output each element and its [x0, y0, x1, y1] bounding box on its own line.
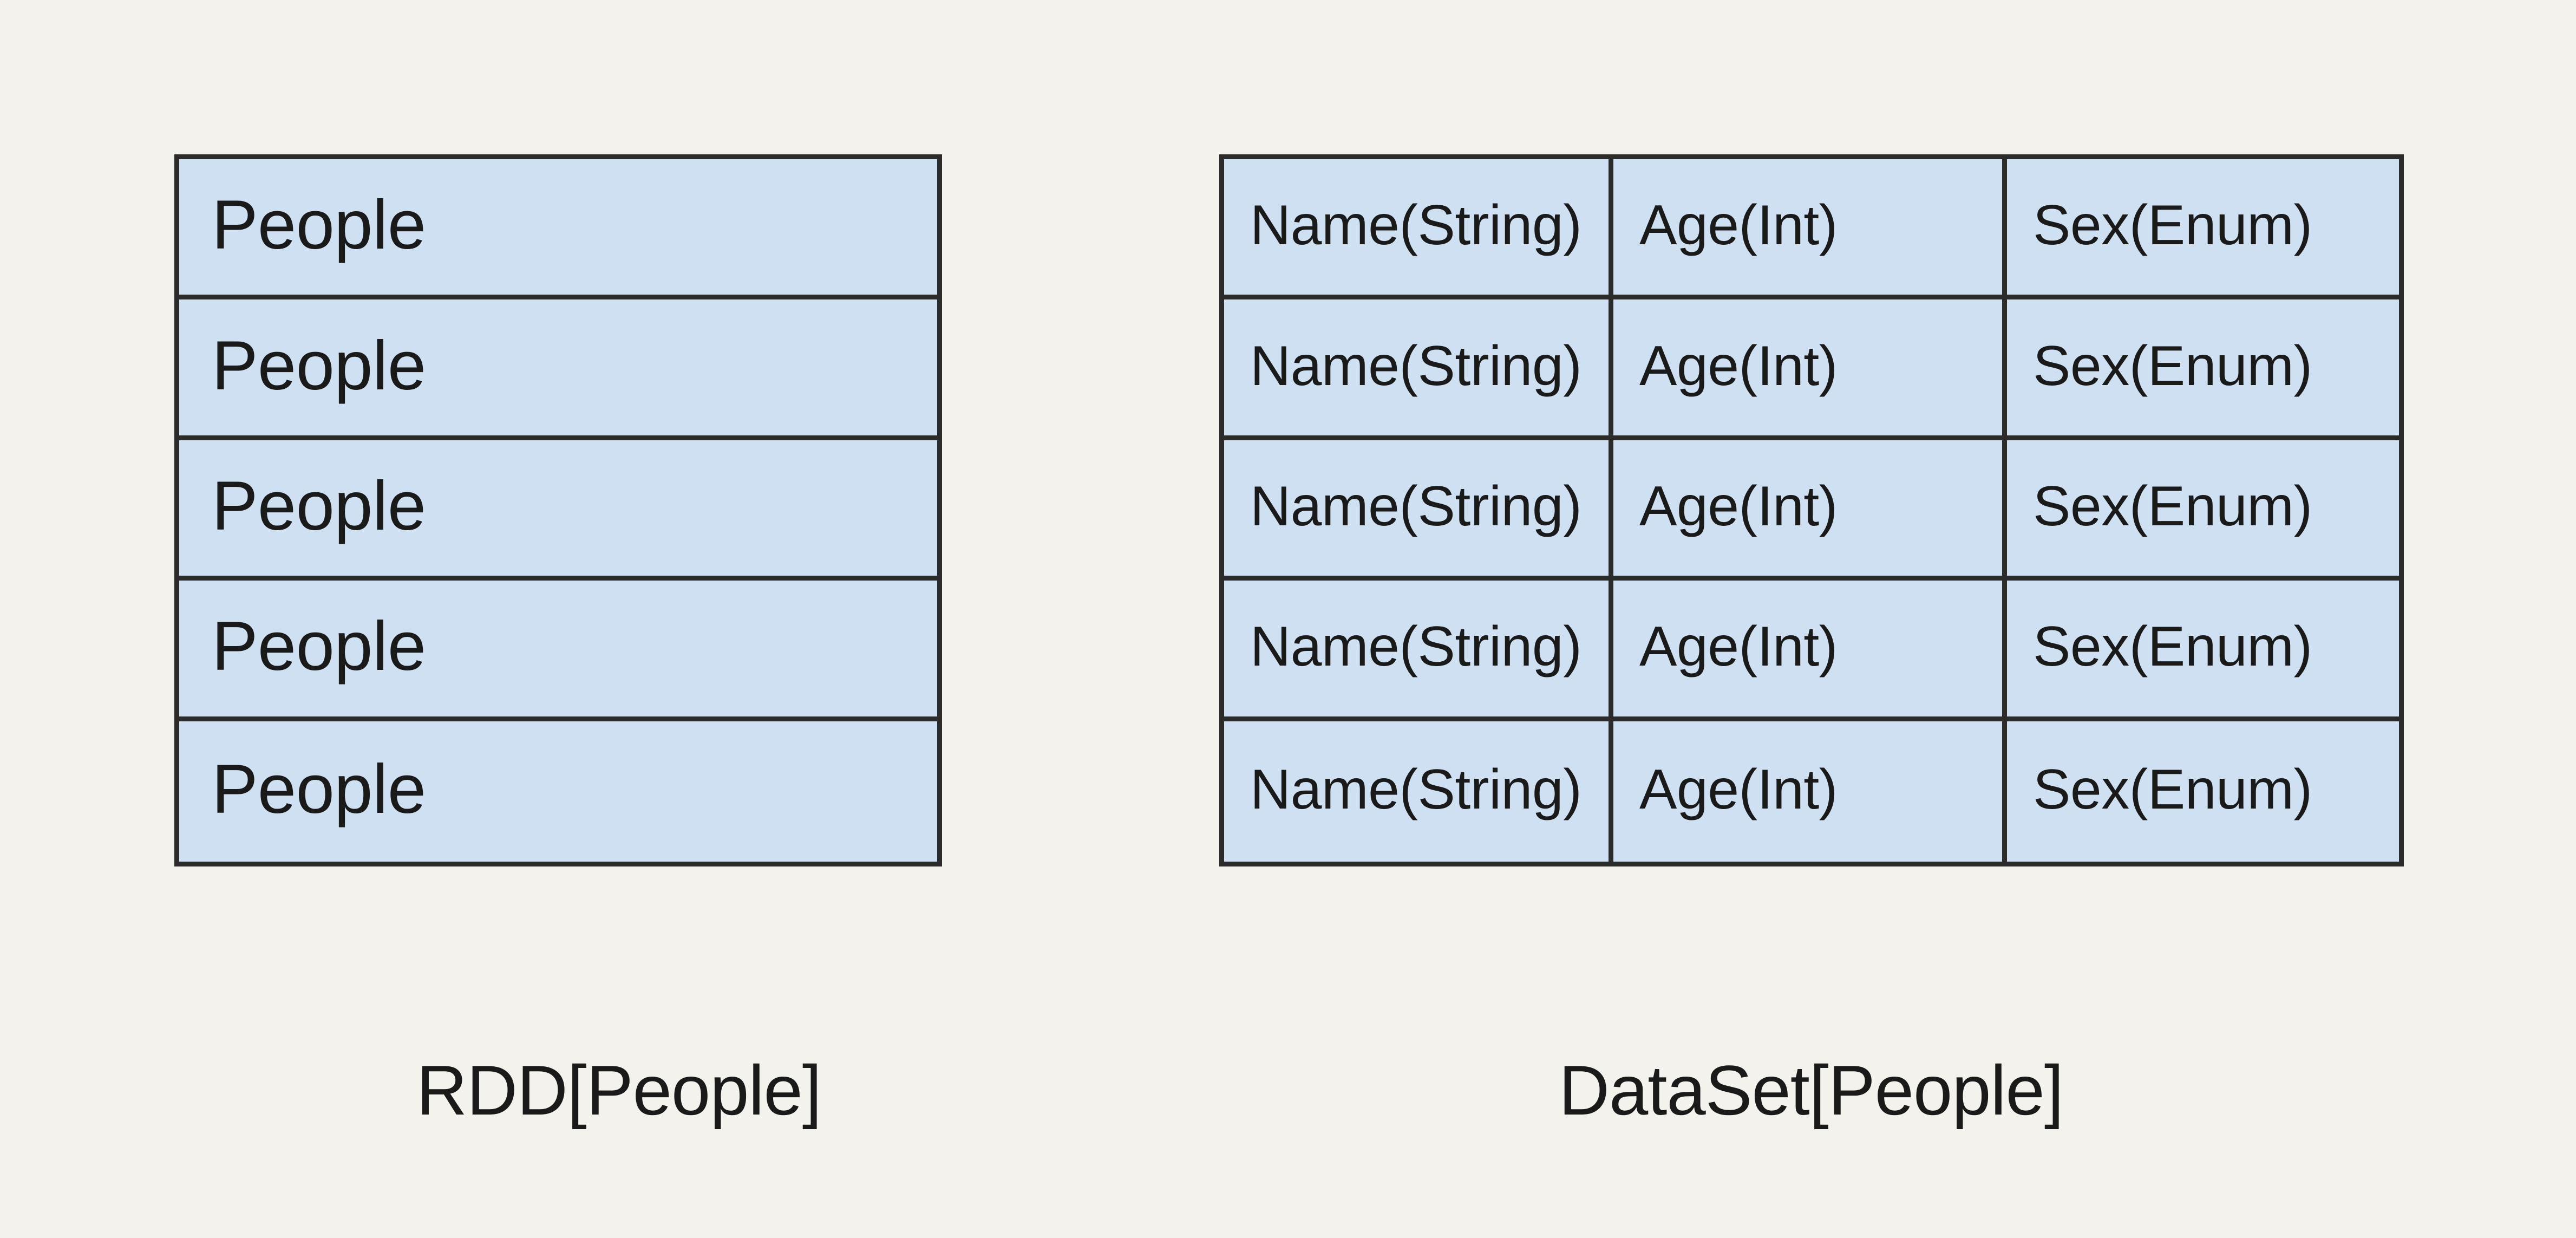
table-cell-sex: Sex(Enum) [2007, 159, 2399, 295]
table-cell-age: Age(Int) [1613, 299, 2007, 435]
table-cell-sex: Sex(Enum) [2007, 299, 2399, 435]
table-row: Name(String) Age(Int) Sex(Enum) [1224, 299, 2399, 440]
table-cell-people: People [179, 299, 937, 435]
table-cell-age: Age(Int) [1613, 581, 2007, 716]
table-row: People [179, 299, 937, 440]
table-cell-name: Name(String) [1224, 581, 1613, 716]
table-cell-age: Age(Int) [1613, 159, 2007, 295]
table-cell-sex: Sex(Enum) [2007, 721, 2399, 862]
dataset-caption: DataSet[People] [1559, 1051, 2064, 1130]
table-cell-sex: Sex(Enum) [2007, 581, 2399, 716]
table-cell-age: Age(Int) [1613, 440, 2007, 576]
table-cell-people: People [179, 440, 937, 576]
table-row: Name(String) Age(Int) Sex(Enum) [1224, 159, 2399, 300]
table-cell-sex: Sex(Enum) [2007, 440, 2399, 576]
table-cell-name: Name(String) [1224, 440, 1613, 576]
table-row: People [179, 721, 937, 862]
table-cell-age: Age(Int) [1613, 721, 2007, 862]
rdd-caption: RDD[People] [416, 1051, 822, 1130]
rdd-table: People People People People People [174, 154, 942, 866]
table-row: Name(String) Age(Int) Sex(Enum) [1224, 440, 2399, 581]
table-row: People [179, 159, 937, 300]
table-row: People [179, 581, 937, 721]
table-cell-name: Name(String) [1224, 159, 1613, 295]
table-row: People [179, 440, 937, 581]
table-row: Name(String) Age(Int) Sex(Enum) [1224, 581, 2399, 721]
table-cell-name: Name(String) [1224, 721, 1613, 862]
table-cell-people: People [179, 721, 937, 862]
table-row: Name(String) Age(Int) Sex(Enum) [1224, 721, 2399, 862]
table-cell-name: Name(String) [1224, 299, 1613, 435]
dataset-table: Name(String) Age(Int) Sex(Enum) Name(Str… [1219, 154, 2404, 866]
table-cell-people: People [179, 581, 937, 716]
table-cell-people: People [179, 159, 937, 295]
